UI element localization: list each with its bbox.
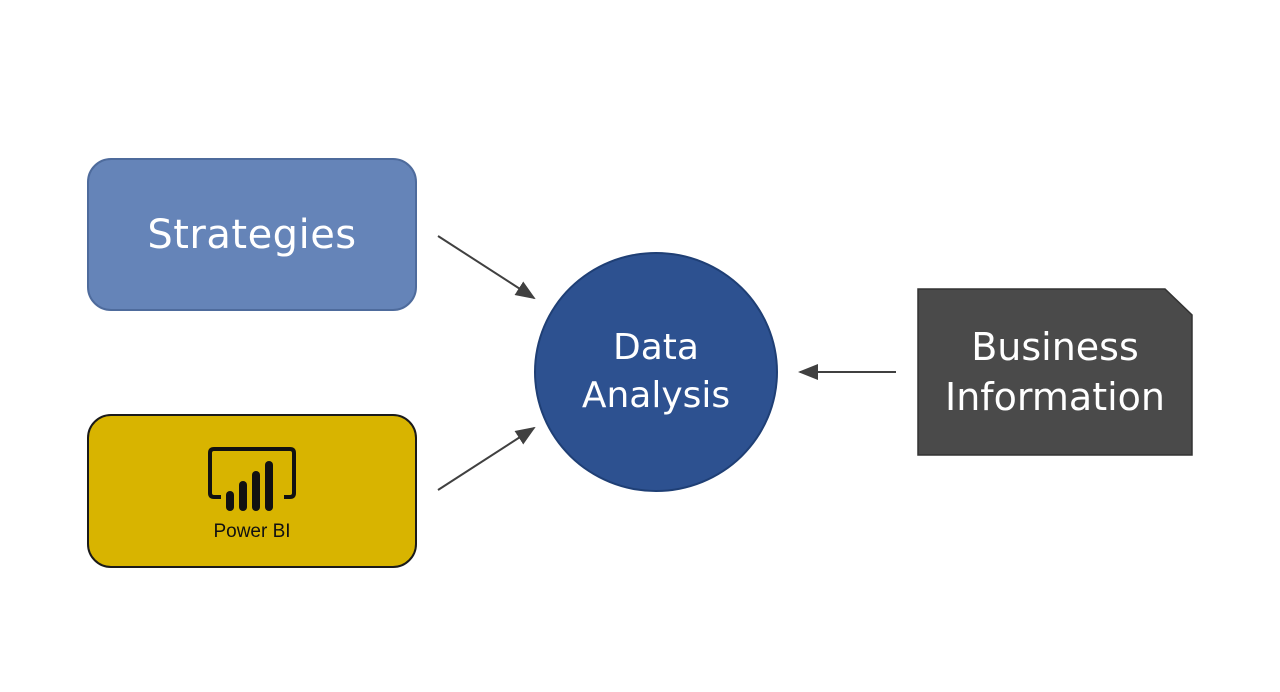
business-information-line2: Information [945,375,1165,419]
business-information-shape [917,288,1193,456]
business-information-line1: Business [971,325,1139,369]
powerbi-label: Power BI [213,521,291,542]
strategies-label: Strategies [147,211,357,258]
arrow-strategies-to-data-analysis [437,235,536,300]
data-analysis-line1: Data [613,327,699,368]
strategies-node: Strategies [87,158,417,311]
arrow-powerbi-to-data-analysis [437,426,536,491]
powerbi-chart-icon [208,447,296,511]
data-analysis-line2: Analysis [581,375,731,416]
powerbi-node: Power BI [87,414,417,568]
data-analysis-node: Data Analysis [534,252,778,492]
business-information-node: Business Information [917,288,1193,456]
